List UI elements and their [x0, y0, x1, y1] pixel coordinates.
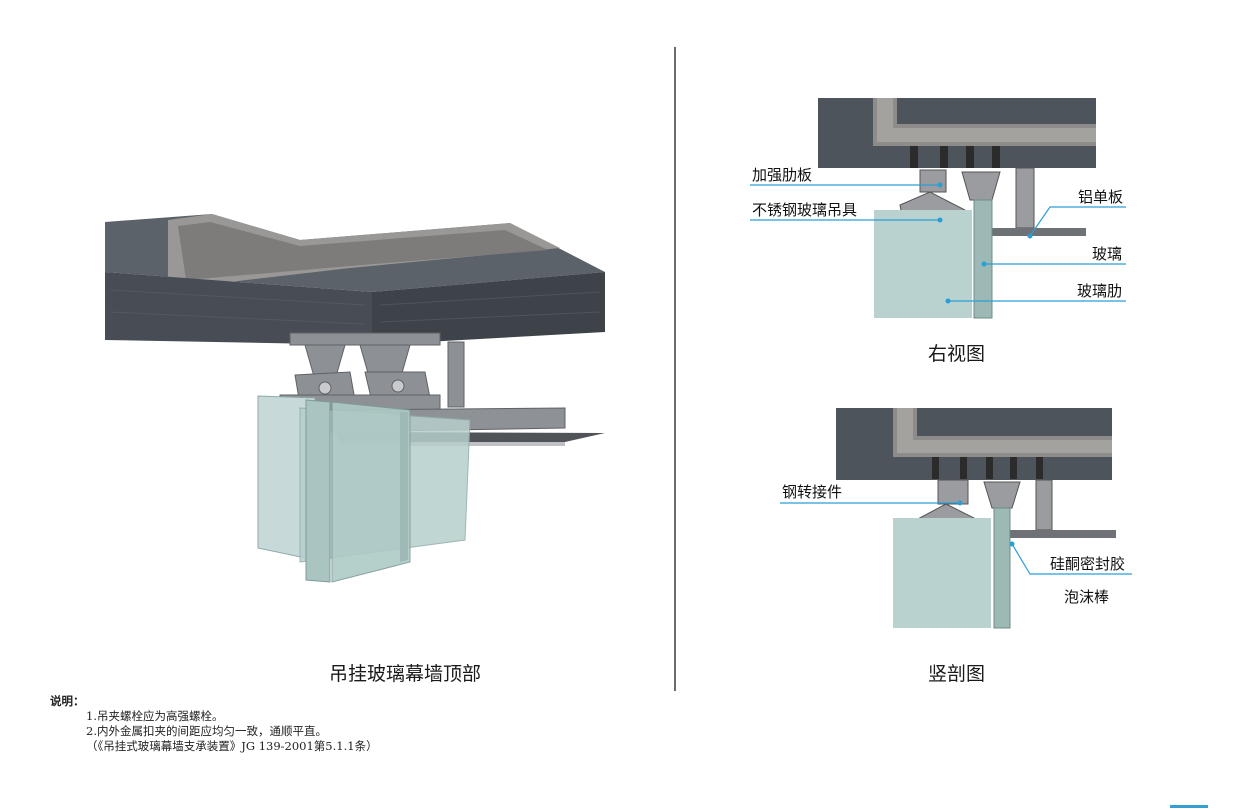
corner-accent-bar [1170, 805, 1208, 808]
sec-connector [937, 479, 969, 505]
sec-leader-dots [957, 500, 1015, 547]
rv-al-panel [990, 228, 1086, 236]
note-item: 1.吊夹螺栓应为高强螺栓。 [86, 709, 224, 723]
sec-clip [983, 481, 1021, 509]
rv-bolts [910, 146, 1000, 168]
sec-al-panel [1010, 530, 1116, 538]
label-steel-connector: 钢转接件 [782, 483, 843, 501]
sec-finish-inner [897, 408, 1112, 453]
rv-glass [874, 210, 972, 318]
right-view-caption: 右视图 [928, 343, 986, 365]
label-ss-hanger: 不锈钢玻璃吊具 [752, 201, 858, 219]
label-reinforcing-plate: 加强肋板 [752, 166, 813, 184]
notes-heading: 说明： [50, 694, 85, 708]
notes-block: 说明： 1.吊夹螺栓应为高强螺栓。 2.内外金属扣夹的间距应均匀一致，通顺平直。… [50, 694, 378, 754]
sec-glass [893, 518, 991, 628]
section-caption: 竖剖图 [928, 663, 986, 685]
label-foam-rod: 泡沫棒 [1064, 588, 1110, 606]
slab-front-face [105, 272, 372, 345]
label-silicone-sealant: 硅酮密封胶 [1050, 555, 1126, 573]
slab-texture [109, 289, 601, 325]
rv-glass-fin [973, 199, 993, 319]
label-aluminum-panel: 铝单板 [1078, 188, 1124, 206]
finish-layer-top [178, 222, 548, 280]
iso-caption: 吊挂玻璃幕墙顶部 [329, 663, 482, 685]
hanger-brackets [279, 332, 465, 422]
glass-panels [257, 395, 471, 583]
rv-finish-inner [877, 98, 1096, 142]
sec-support [1035, 479, 1053, 531]
slab-right-face [372, 272, 605, 345]
vertical-divider [674, 47, 676, 691]
note-item: 2.内外金属扣夹的间距应均匀一致，通顺平直。 [86, 724, 327, 738]
sec-bolts [932, 457, 1043, 479]
rv-leader-dots [937, 182, 1033, 304]
sec-leaders [780, 502, 1132, 575]
rv-leaders [750, 184, 1126, 302]
sec-glass-fin [993, 507, 1011, 629]
label-glass-fin: 玻璃肋 [1077, 282, 1123, 300]
note-item: （《吊挂式玻璃幕墙支承装置》JG 139-2001第5.1.1条） [86, 739, 378, 753]
label-glass: 玻璃 [1092, 245, 1123, 263]
